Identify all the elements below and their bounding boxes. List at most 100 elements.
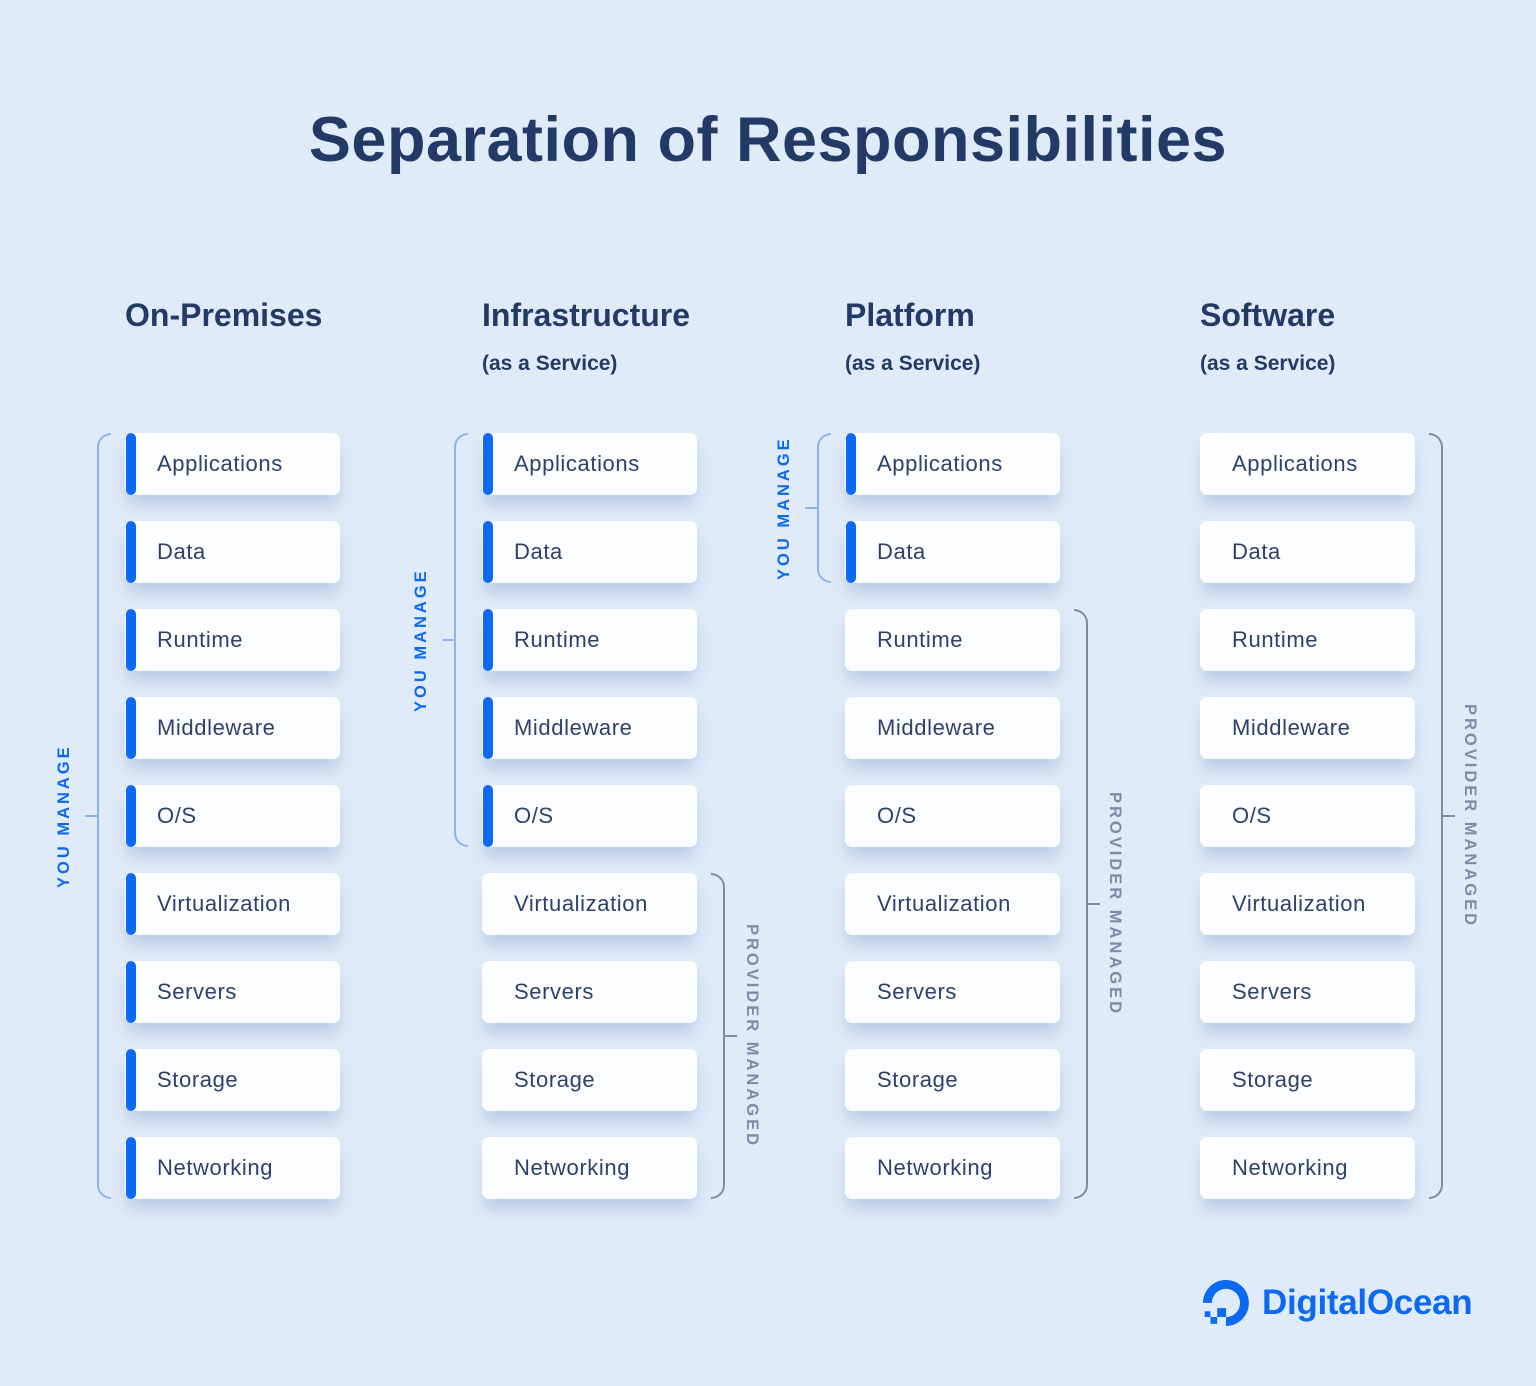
- layer-label-data: Data: [514, 539, 563, 564]
- layer-label-servers: Servers: [1232, 979, 1312, 1004]
- layer-box-storage: Storage: [845, 1049, 1060, 1111]
- layer-box-networking: Networking: [1200, 1137, 1415, 1199]
- you-manage-accent-bar: [483, 785, 493, 847]
- layer-label-storage: Storage: [1232, 1067, 1314, 1092]
- digitalocean-logo: DigitalOcean: [1203, 1280, 1473, 1326]
- layer-label-networking: Networking: [1232, 1155, 1349, 1180]
- layer-label-o-s: O/S: [877, 803, 917, 828]
- layer-box-data: Data: [845, 521, 1060, 583]
- layer-label-virtualization: Virtualization: [1232, 891, 1366, 916]
- you-manage-accent-bar: [126, 785, 136, 847]
- layer-box-o-s: O/S: [1200, 785, 1415, 847]
- you-manage-accent-bar: [483, 697, 493, 759]
- layer-label-data: Data: [1232, 539, 1281, 564]
- you-manage-bracket: [805, 433, 831, 583]
- layer-box-applications: Applications: [482, 433, 697, 495]
- layer-box-o-s: O/S: [125, 785, 340, 847]
- you-manage-bracket: [85, 433, 111, 1199]
- layer-label-middleware: Middleware: [514, 715, 633, 740]
- layer-label-applications: Applications: [877, 451, 1003, 476]
- layer-box-middleware: Middleware: [125, 697, 340, 759]
- layer-label-o-s: O/S: [157, 803, 197, 828]
- layer-box-middleware: Middleware: [1200, 697, 1415, 759]
- layer-box-virtualization: Virtualization: [1200, 873, 1415, 935]
- provider-managed-bracket: [1074, 609, 1100, 1199]
- you-manage-label: YOU MANAGE: [55, 744, 73, 888]
- provider-managed-bracket: [1429, 433, 1455, 1199]
- layer-label-runtime: Runtime: [877, 627, 964, 652]
- layer-label-runtime: Runtime: [514, 627, 601, 652]
- you-manage-accent-bar: [126, 961, 136, 1023]
- layer-label-storage: Storage: [877, 1067, 959, 1092]
- layer-box-o-s: O/S: [482, 785, 697, 847]
- layer-label-middleware: Middleware: [877, 715, 996, 740]
- digitalocean-mark-icon: [1203, 1280, 1249, 1326]
- column-title-software: Software: [1200, 297, 1336, 333]
- digitalocean-wordmark: DigitalOcean: [1262, 1283, 1473, 1322]
- provider-managed-label: PROVIDER MANAGED: [743, 923, 761, 1148]
- you-manage-accent-bar: [483, 521, 493, 583]
- layer-box-virtualization: Virtualization: [845, 873, 1060, 935]
- layer-label-o-s: O/S: [1232, 803, 1272, 828]
- column-infrastructure: Infrastructure(as a Service)Applications…: [412, 0, 761, 1386]
- layer-box-storage: Storage: [482, 1049, 697, 1111]
- layer-label-middleware: Middleware: [157, 715, 276, 740]
- layer-label-networking: Networking: [157, 1155, 274, 1180]
- layer-label-runtime: Runtime: [157, 627, 244, 652]
- layer-box-servers: Servers: [845, 961, 1060, 1023]
- layer-label-storage: Storage: [514, 1067, 596, 1092]
- you-manage-accent-bar: [126, 1137, 136, 1199]
- layer-box-applications: Applications: [1200, 433, 1415, 495]
- layer-label-storage: Storage: [157, 1067, 239, 1092]
- layer-label-servers: Servers: [157, 979, 237, 1004]
- you-manage-accent-bar: [126, 609, 136, 671]
- layer-box-networking: Networking: [125, 1137, 340, 1199]
- column-subtitle-platform: (as a Service): [845, 352, 981, 375]
- layer-box-servers: Servers: [1200, 961, 1415, 1023]
- column-subtitle-software: (as a Service): [1200, 352, 1336, 375]
- layer-label-virtualization: Virtualization: [877, 891, 1011, 916]
- layer-box-servers: Servers: [125, 961, 340, 1023]
- column-title-on-premises: On-Premises: [125, 297, 323, 333]
- layer-box-data: Data: [1200, 521, 1415, 583]
- layer-label-data: Data: [877, 539, 926, 564]
- you-manage-accent-bar: [126, 433, 136, 495]
- layer-box-networking: Networking: [482, 1137, 697, 1199]
- you-manage-accent-bar: [126, 697, 136, 759]
- layer-box-servers: Servers: [482, 961, 697, 1023]
- you-manage-label: YOU MANAGE: [775, 436, 793, 580]
- you-manage-label: YOU MANAGE: [412, 568, 430, 712]
- layer-box-middleware: Middleware: [845, 697, 1060, 759]
- layer-box-data: Data: [125, 521, 340, 583]
- you-manage-accent-bar: [126, 1049, 136, 1111]
- layer-label-servers: Servers: [514, 979, 594, 1004]
- layer-box-runtime: Runtime: [125, 609, 340, 671]
- layer-box-runtime: Runtime: [482, 609, 697, 671]
- layer-box-virtualization: Virtualization: [125, 873, 340, 935]
- layer-label-networking: Networking: [877, 1155, 994, 1180]
- layer-label-applications: Applications: [1232, 451, 1358, 476]
- layer-box-middleware: Middleware: [482, 697, 697, 759]
- you-manage-accent-bar: [846, 521, 856, 583]
- layer-label-networking: Networking: [514, 1155, 631, 1180]
- column-subtitle-infrastructure: (as a Service): [482, 352, 618, 375]
- layer-box-applications: Applications: [845, 433, 1060, 495]
- you-manage-accent-bar: [846, 433, 856, 495]
- layer-box-data: Data: [482, 521, 697, 583]
- layer-box-o-s: O/S: [845, 785, 1060, 847]
- you-manage-accent-bar: [483, 609, 493, 671]
- provider-managed-label: PROVIDER MANAGED: [1106, 791, 1124, 1016]
- layer-box-applications: Applications: [125, 433, 340, 495]
- layer-label-runtime: Runtime: [1232, 627, 1319, 652]
- page-title: Separation of Responsibilities: [308, 105, 1228, 175]
- you-manage-accent-bar: [126, 873, 136, 935]
- layer-box-runtime: Runtime: [845, 609, 1060, 671]
- layer-box-storage: Storage: [125, 1049, 340, 1111]
- layer-box-runtime: Runtime: [1200, 609, 1415, 671]
- layer-label-servers: Servers: [877, 979, 957, 1004]
- provider-managed-bracket: [711, 873, 737, 1199]
- layer-label-virtualization: Virtualization: [514, 891, 648, 916]
